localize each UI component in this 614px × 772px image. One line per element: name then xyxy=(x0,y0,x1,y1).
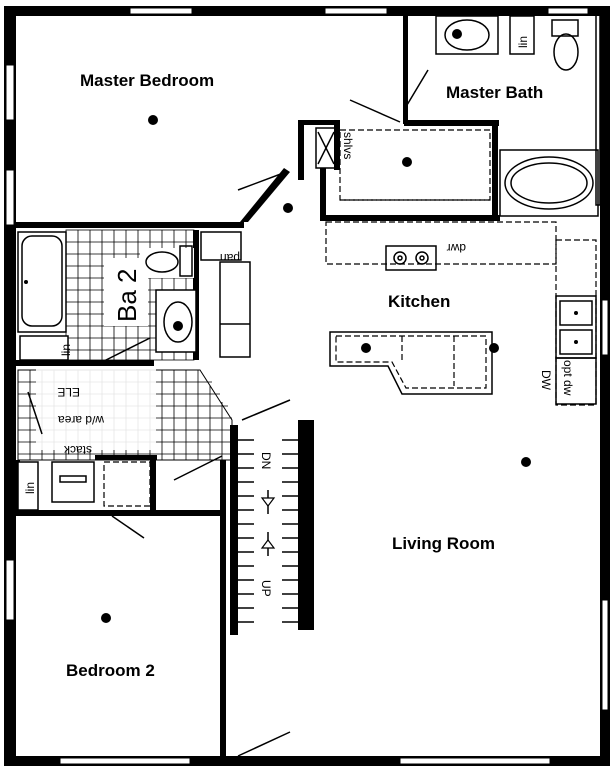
bathtub xyxy=(499,149,599,217)
master-bath-label: Master Bath xyxy=(446,83,543,102)
vanity-sink xyxy=(435,15,499,55)
bath-2: Ba 2 lin xyxy=(17,229,197,361)
light-icon xyxy=(101,613,111,623)
opt-dishwasher-label: opt dw xyxy=(561,360,575,396)
shelves-unit xyxy=(315,127,337,169)
linen-closet-laundry xyxy=(17,461,39,511)
sink-drain-icon xyxy=(452,29,462,39)
kitchen-island xyxy=(329,331,493,395)
linen-laundry-label: lin xyxy=(23,482,37,494)
dishwasher-label: DW xyxy=(539,370,553,391)
linen-closet-ba2 xyxy=(19,335,69,361)
light-icon xyxy=(148,115,158,125)
pantry: pan xyxy=(200,231,251,358)
master-bath-fixtures: lin xyxy=(435,14,601,217)
toilet-tank xyxy=(551,19,579,37)
laundry-area: ELE w/d area stack lin xyxy=(17,368,233,511)
kitchen-sink xyxy=(555,295,597,359)
kitchen-label: Kitchen xyxy=(388,292,450,311)
kitchen-fixtures: dwr DW opt dw xyxy=(325,221,597,406)
linen-bath-label: lin xyxy=(516,36,530,48)
linen-closet-bath xyxy=(509,15,535,55)
wd-area-label: w/d area xyxy=(58,413,105,427)
electric-label: ELE xyxy=(57,385,80,399)
light-icon xyxy=(521,457,531,467)
pantry-label: pan xyxy=(220,251,240,265)
stack-label: stack xyxy=(63,443,92,457)
toilet-icon xyxy=(553,33,579,71)
stairs-down-label: DN xyxy=(259,452,273,469)
light-icon xyxy=(361,343,371,353)
water-heater xyxy=(51,461,95,503)
light-fixtures xyxy=(101,115,531,623)
closet: shlvs xyxy=(315,127,491,201)
living-room-label: Living Room xyxy=(392,534,495,553)
light-icon xyxy=(402,157,412,167)
room-labels: Master Bedroom Master Bath Kitchen Livin… xyxy=(66,71,543,680)
ba2-sink-drain-icon xyxy=(173,321,183,331)
drawer-label: dwr xyxy=(447,241,466,255)
exterior-walls xyxy=(4,6,610,766)
ba2-vanity xyxy=(155,289,197,353)
light-icon xyxy=(489,343,499,353)
bedroom-2-label: Bedroom 2 xyxy=(66,661,155,680)
master-bedroom-label: Master Bedroom xyxy=(80,71,214,90)
cooktop xyxy=(385,245,437,271)
interior-walls xyxy=(14,14,500,760)
kitchen-counter-top xyxy=(325,221,557,265)
bath-2-label: Ba 2 xyxy=(112,269,142,323)
stairs-up-label: UP xyxy=(259,580,273,597)
stairs: DN UP xyxy=(238,438,298,630)
door-swings xyxy=(101,69,429,757)
ba2-bathtub xyxy=(17,231,67,333)
ba2-toilet-icon xyxy=(145,251,179,273)
linen-ba2-label: lin xyxy=(59,344,73,356)
shelves-label: shlvs xyxy=(341,132,355,159)
light-icon xyxy=(283,203,293,213)
